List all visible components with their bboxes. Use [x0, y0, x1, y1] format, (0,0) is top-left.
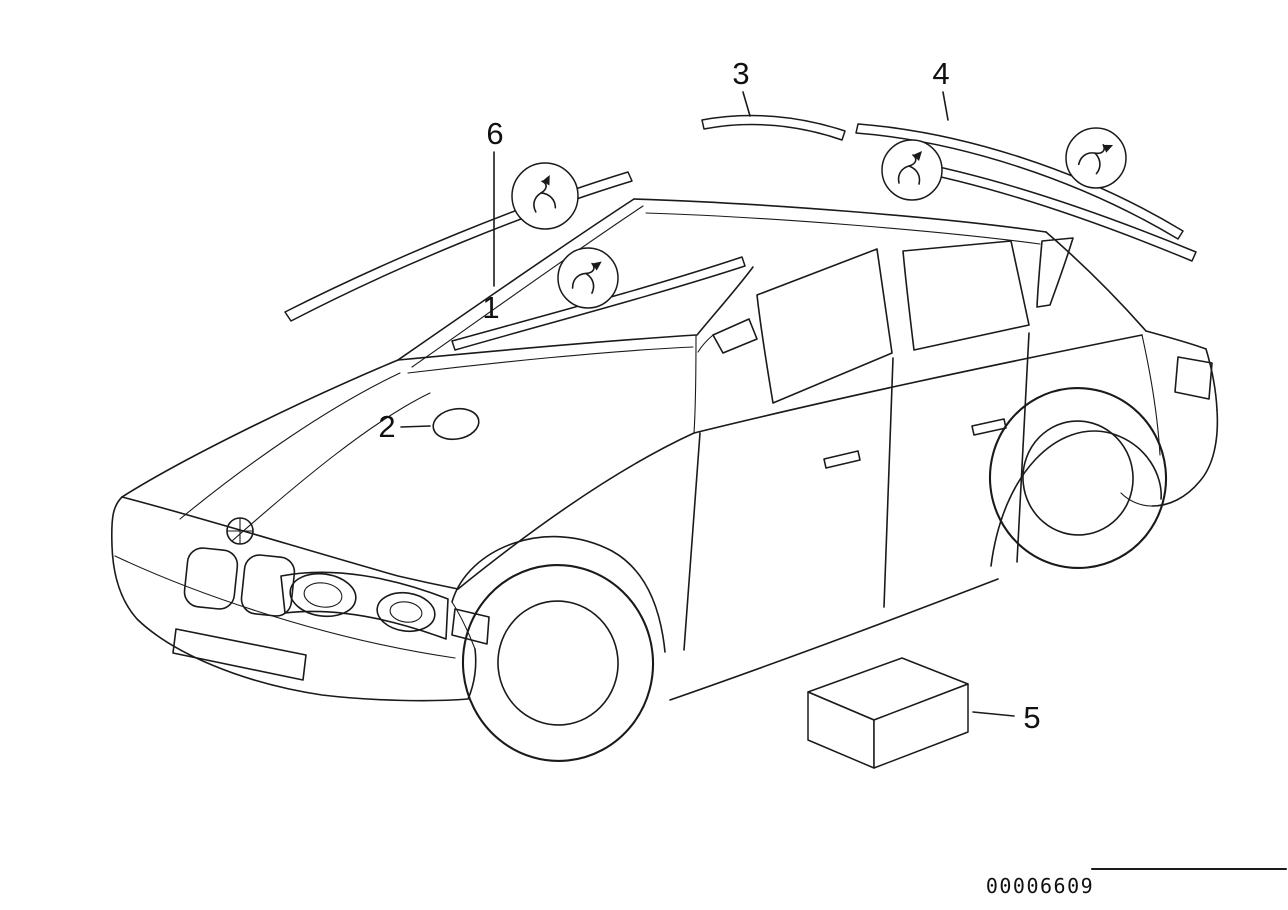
- headlight-inner-lamp-inner: [389, 601, 423, 623]
- detail-circle: [511, 162, 579, 230]
- turn-signal: [451, 608, 490, 645]
- bumper-arch-corner: [451, 601, 476, 650]
- trunk-lid: [1145, 330, 1207, 350]
- hood-crease-2: [179, 372, 401, 520]
- roof-drip-line: [645, 212, 1041, 245]
- front-bumper-outline: [110, 496, 477, 702]
- side-mirror: [712, 318, 758, 354]
- callout-3[interactable]: 3: [732, 56, 751, 117]
- box-right-face: [873, 683, 969, 769]
- headlight-outer-lamp-inner: [303, 582, 343, 608]
- front-door-window: [756, 248, 893, 404]
- windshield-base: [397, 334, 697, 361]
- callout-5[interactable]: 5: [972, 700, 1041, 735]
- rear-wheel-rim: [1022, 420, 1134, 536]
- leader-line-5: [972, 711, 1015, 717]
- leader-line-3: [742, 91, 751, 117]
- detail-circle: [557, 247, 619, 309]
- kidney-grille-left: [183, 547, 239, 610]
- part-2-grommet[interactable]: [431, 405, 482, 443]
- quarter-window: [1036, 237, 1074, 308]
- callout-6[interactable]: 6: [486, 116, 503, 151]
- leader-line-4: [942, 91, 949, 121]
- kidney-grille-right: [240, 554, 296, 617]
- callout-label-2[interactable]: 2: [378, 409, 395, 444]
- front-door-gap: [683, 432, 701, 651]
- beltline: [693, 334, 1143, 434]
- b-pillar-gap: [883, 357, 894, 608]
- front-wheel-rim: [497, 600, 619, 726]
- fastener-detail-circle-3[interactable]: [881, 139, 943, 201]
- rear-wheel-tire: [988, 386, 1168, 570]
- callout-label-4[interactable]: 4: [932, 56, 949, 91]
- taillight: [1174, 356, 1213, 400]
- rear-door-handle: [971, 418, 1007, 436]
- callout-2[interactable]: 2: [378, 409, 431, 444]
- part-5-kit-box[interactable]: [807, 657, 969, 769]
- headlight-housing: [280, 571, 449, 640]
- detail-circle: [881, 139, 943, 201]
- diagram-number: 00006609: [986, 874, 1094, 898]
- c-pillar: [1045, 231, 1147, 332]
- front-wheel-arch: [451, 535, 666, 653]
- hood-front-edge: [121, 496, 459, 590]
- roof-line: [633, 198, 1047, 233]
- windshield-base-inner: [407, 346, 694, 374]
- part-4-roof-moulding-lower[interactable]: [902, 159, 1197, 262]
- fastener-detail-circle-4[interactable]: [1065, 127, 1127, 189]
- hood-emblem-cross: [226, 517, 254, 545]
- car-line-art: [110, 198, 1219, 763]
- callout-label-6[interactable]: 6: [486, 116, 503, 151]
- diagram-footer: 00006609: [986, 867, 1288, 898]
- fastener-detail-circle-1[interactable]: [511, 162, 579, 230]
- fender-shoulder-line: [457, 432, 695, 590]
- callout-label-5[interactable]: 5: [1023, 700, 1040, 735]
- cowl-side-line: [693, 334, 697, 434]
- trunk-rear-edge: [1205, 348, 1218, 411]
- headlight-outer-lamp: [289, 572, 357, 618]
- a-pillar-inner: [411, 205, 644, 368]
- detail-circle: [1065, 127, 1127, 189]
- part-4-roof-moulding-upper[interactable]: [855, 123, 1184, 240]
- fastener-detail-circle-2[interactable]: [557, 247, 619, 309]
- rear-wheel-arch: [990, 430, 1162, 567]
- rear-bumper: [1151, 409, 1219, 507]
- air-intake: [172, 628, 307, 681]
- hood-crease-1: [231, 392, 431, 542]
- callout-1[interactable]: 1: [482, 290, 499, 325]
- rear-bumper-lower: [1120, 492, 1153, 507]
- part-3-roof-moulding[interactable]: [701, 114, 846, 141]
- rocker-line: [669, 578, 999, 701]
- rear-door-window: [902, 240, 1030, 351]
- windshield-right-edge: [696, 266, 754, 336]
- headlight-inner-lamp: [376, 591, 436, 633]
- side-mirror-stalk: [697, 334, 714, 353]
- callout-4[interactable]: 4: [932, 56, 950, 121]
- hood-left-edge: [121, 359, 399, 498]
- leader-line-2: [400, 425, 431, 428]
- rear-door-gap: [1016, 332, 1030, 563]
- front-wheel-tire: [461, 563, 655, 763]
- a-pillar: [397, 198, 635, 361]
- callout-label-1[interactable]: 1: [482, 290, 499, 325]
- rear-quarter-line: [1141, 334, 1161, 456]
- callout-label-3[interactable]: 3: [732, 56, 749, 91]
- front-door-handle: [823, 450, 861, 469]
